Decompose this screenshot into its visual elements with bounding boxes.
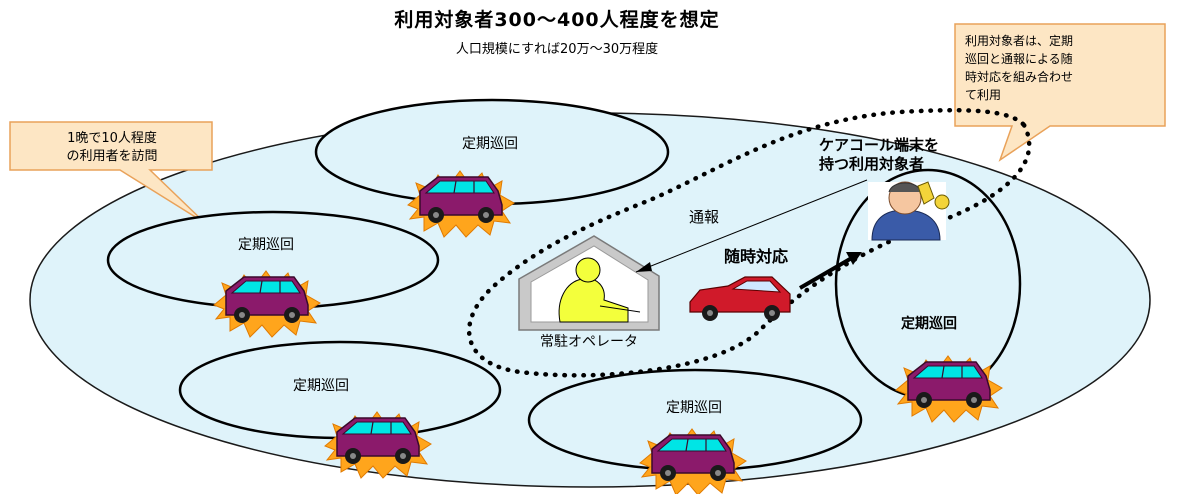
patrol-label-1: 定期巡回 xyxy=(462,136,518,152)
patrol-label-4: 定期巡回 xyxy=(666,400,722,416)
page-title: 利用対象者300～400人程度を想定 xyxy=(394,8,719,31)
callout-right: 利用対象者は、定期 巡回と通報による随 時対応を組み合わせ て利用 xyxy=(954,23,1166,162)
callout-left-line-1: 1晩で10人程度 xyxy=(67,130,157,146)
car-icon xyxy=(689,276,791,321)
response-label: 随時対応 xyxy=(724,247,788,266)
patrol-label-5: 定期巡回 xyxy=(901,315,957,332)
user-label-line-1: ケアコール端末を xyxy=(819,136,939,154)
callout-left: 1晩で10人程度 の利用者を訪問 xyxy=(9,121,213,224)
callout-right-line-1: 利用対象者は、定期 xyxy=(965,33,1073,48)
page-subtitle: 人口規模にすれば20万～30万程度 xyxy=(456,41,658,57)
patrol-label-3: 定期巡回 xyxy=(293,378,349,394)
report-arrowhead xyxy=(636,262,652,272)
callout-right-line-3: 時対応を組み合わせ xyxy=(965,69,1073,84)
user-label-line-2: 持つ利用対象者 xyxy=(819,155,924,173)
response-arrowhead xyxy=(846,252,862,265)
user-phone-icon xyxy=(868,181,950,241)
callout-right-line-4: て利用 xyxy=(965,88,1001,102)
callout-left-line-2: の利用者を訪問 xyxy=(66,148,157,164)
patrol-label-2: 定期巡回 xyxy=(238,237,294,253)
response-arrow xyxy=(798,257,852,290)
report-line xyxy=(635,179,868,273)
callout-right-line-2: 巡回と通報による随 xyxy=(965,51,1073,66)
operator-label: 常駐オペレータ xyxy=(540,334,638,350)
operator-icon xyxy=(518,235,660,331)
report-label: 通報 xyxy=(689,208,719,226)
